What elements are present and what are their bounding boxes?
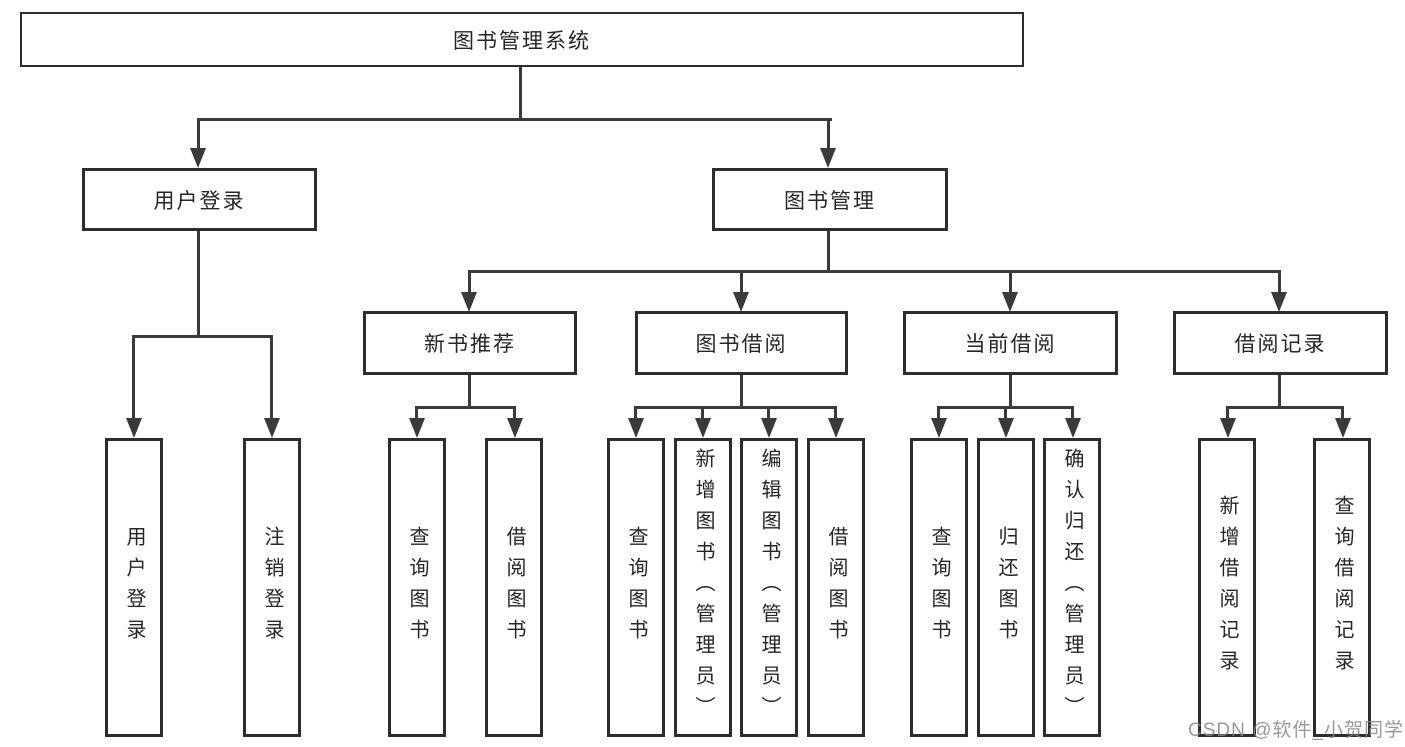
connector-line	[132, 335, 273, 338]
connector-line	[519, 67, 522, 120]
arrow-down-icon	[1271, 292, 1287, 312]
connector-line	[1278, 375, 1281, 408]
connector-line	[415, 406, 516, 409]
node-book-borrowing: 图书借阅	[635, 311, 848, 375]
node-label: 查询图书	[928, 525, 950, 650]
leaf-return-book: 归还图书	[977, 438, 1035, 737]
node-user-login: 用户登录	[82, 168, 317, 231]
leaf-add-borrow-record: 新增借阅记录	[1198, 438, 1256, 737]
node-label: 归还图书	[995, 525, 1017, 650]
leaf-borrow-books-borrowing: 借阅图书	[807, 438, 865, 737]
node-label: 编辑图书（管理员）	[758, 448, 780, 727]
leaf-confirm-return-admin: 确认归还（管理员）	[1043, 438, 1101, 737]
arrow-down-icon	[1065, 418, 1081, 438]
arrow-down-icon	[733, 292, 749, 312]
node-label: 查询图书	[625, 525, 647, 650]
arrow-down-icon	[628, 418, 644, 438]
connector-line	[197, 118, 200, 150]
connector-line	[701, 406, 704, 419]
connector-line	[937, 406, 940, 419]
connector-line	[740, 270, 743, 294]
csdn-watermark: CSDN @软件_小贺同学	[1188, 720, 1404, 741]
leaf-user-login: 用户登录	[105, 438, 163, 737]
node-label: 用户登录	[153, 189, 246, 213]
connector-line	[740, 375, 743, 408]
connector-line	[634, 406, 637, 419]
leaf-borrow-books-recommend: 借阅图书	[485, 438, 543, 737]
arrow-down-icon	[820, 148, 836, 168]
node-label: 新增借阅记录	[1216, 494, 1238, 681]
arrow-down-icon	[461, 292, 477, 312]
connector-line	[1004, 406, 1007, 419]
arrow-down-icon	[695, 418, 711, 438]
connector-line	[1226, 406, 1344, 409]
connector-line	[767, 406, 770, 419]
node-label: 新书推荐	[424, 333, 516, 356]
connector-line	[197, 231, 200, 338]
connector-line	[1009, 375, 1012, 408]
arrow-down-icon	[828, 418, 844, 438]
node-borrowing-records: 借阅记录	[1173, 311, 1388, 375]
arrow-down-icon	[1002, 292, 1018, 312]
arrow-down-icon	[1220, 418, 1236, 438]
connector-line	[834, 406, 837, 419]
connector-line	[827, 231, 830, 273]
node-new-book-recommend: 新书推荐	[363, 311, 577, 375]
connector-line	[270, 335, 273, 419]
node-current-borrowing: 当前借阅	[903, 311, 1118, 375]
connector-line	[132, 335, 135, 419]
arrow-down-icon	[931, 418, 947, 438]
connector-line	[827, 118, 830, 150]
node-book-management: 图书管理	[712, 168, 948, 231]
leaf-query-books-borrowing: 查询图书	[607, 438, 665, 737]
node-library-management-system: 图书管理系统	[20, 12, 1024, 67]
connector-line	[468, 375, 471, 408]
connector-line	[1278, 270, 1281, 294]
node-label: 查询借阅记录	[1331, 494, 1353, 681]
leaf-query-borrow-record: 查询借阅记录	[1313, 438, 1371, 737]
node-label: 图书借阅	[695, 333, 788, 356]
connector-line	[1071, 406, 1074, 419]
arrow-down-icon	[126, 418, 142, 438]
connector-line	[1341, 406, 1344, 419]
connector-line	[1226, 406, 1229, 419]
node-label: 确认归还（管理员）	[1061, 448, 1083, 727]
node-label: 借阅图书	[503, 525, 525, 650]
node-label: 用户登录	[123, 525, 145, 650]
leaf-add-book-admin: 新增图书（管理员）	[674, 438, 732, 737]
arrow-down-icon	[409, 418, 425, 438]
arrow-down-icon	[998, 418, 1014, 438]
arrow-down-icon	[507, 418, 523, 438]
leaf-edit-book-admin: 编辑图书（管理员）	[740, 438, 798, 737]
leaf-query-books-recommend: 查询图书	[388, 438, 446, 737]
node-label: 注销登录	[261, 525, 283, 650]
arrow-down-icon	[264, 418, 280, 438]
arrow-down-icon	[761, 418, 777, 438]
leaf-query-books-current: 查询图书	[910, 438, 968, 737]
connector-line	[197, 118, 832, 121]
connector-line	[415, 406, 418, 419]
connector-line	[468, 270, 471, 294]
node-label: 借阅记录	[1234, 333, 1327, 356]
node-label: 查询图书	[406, 525, 428, 650]
node-label: 图书管理	[784, 189, 876, 213]
arrow-down-icon	[1335, 418, 1351, 438]
leaf-logout: 注销登录	[243, 438, 301, 737]
connector-line	[513, 406, 516, 419]
connector-line	[634, 406, 837, 409]
arrow-down-icon	[190, 148, 206, 168]
connector-line	[468, 270, 1281, 273]
node-label: 当前借阅	[964, 333, 1057, 356]
node-label: 图书管理系统	[453, 29, 591, 53]
node-label: 借阅图书	[825, 525, 847, 650]
connector-line	[1009, 270, 1012, 294]
node-label: 新增图书（管理员）	[692, 448, 714, 727]
